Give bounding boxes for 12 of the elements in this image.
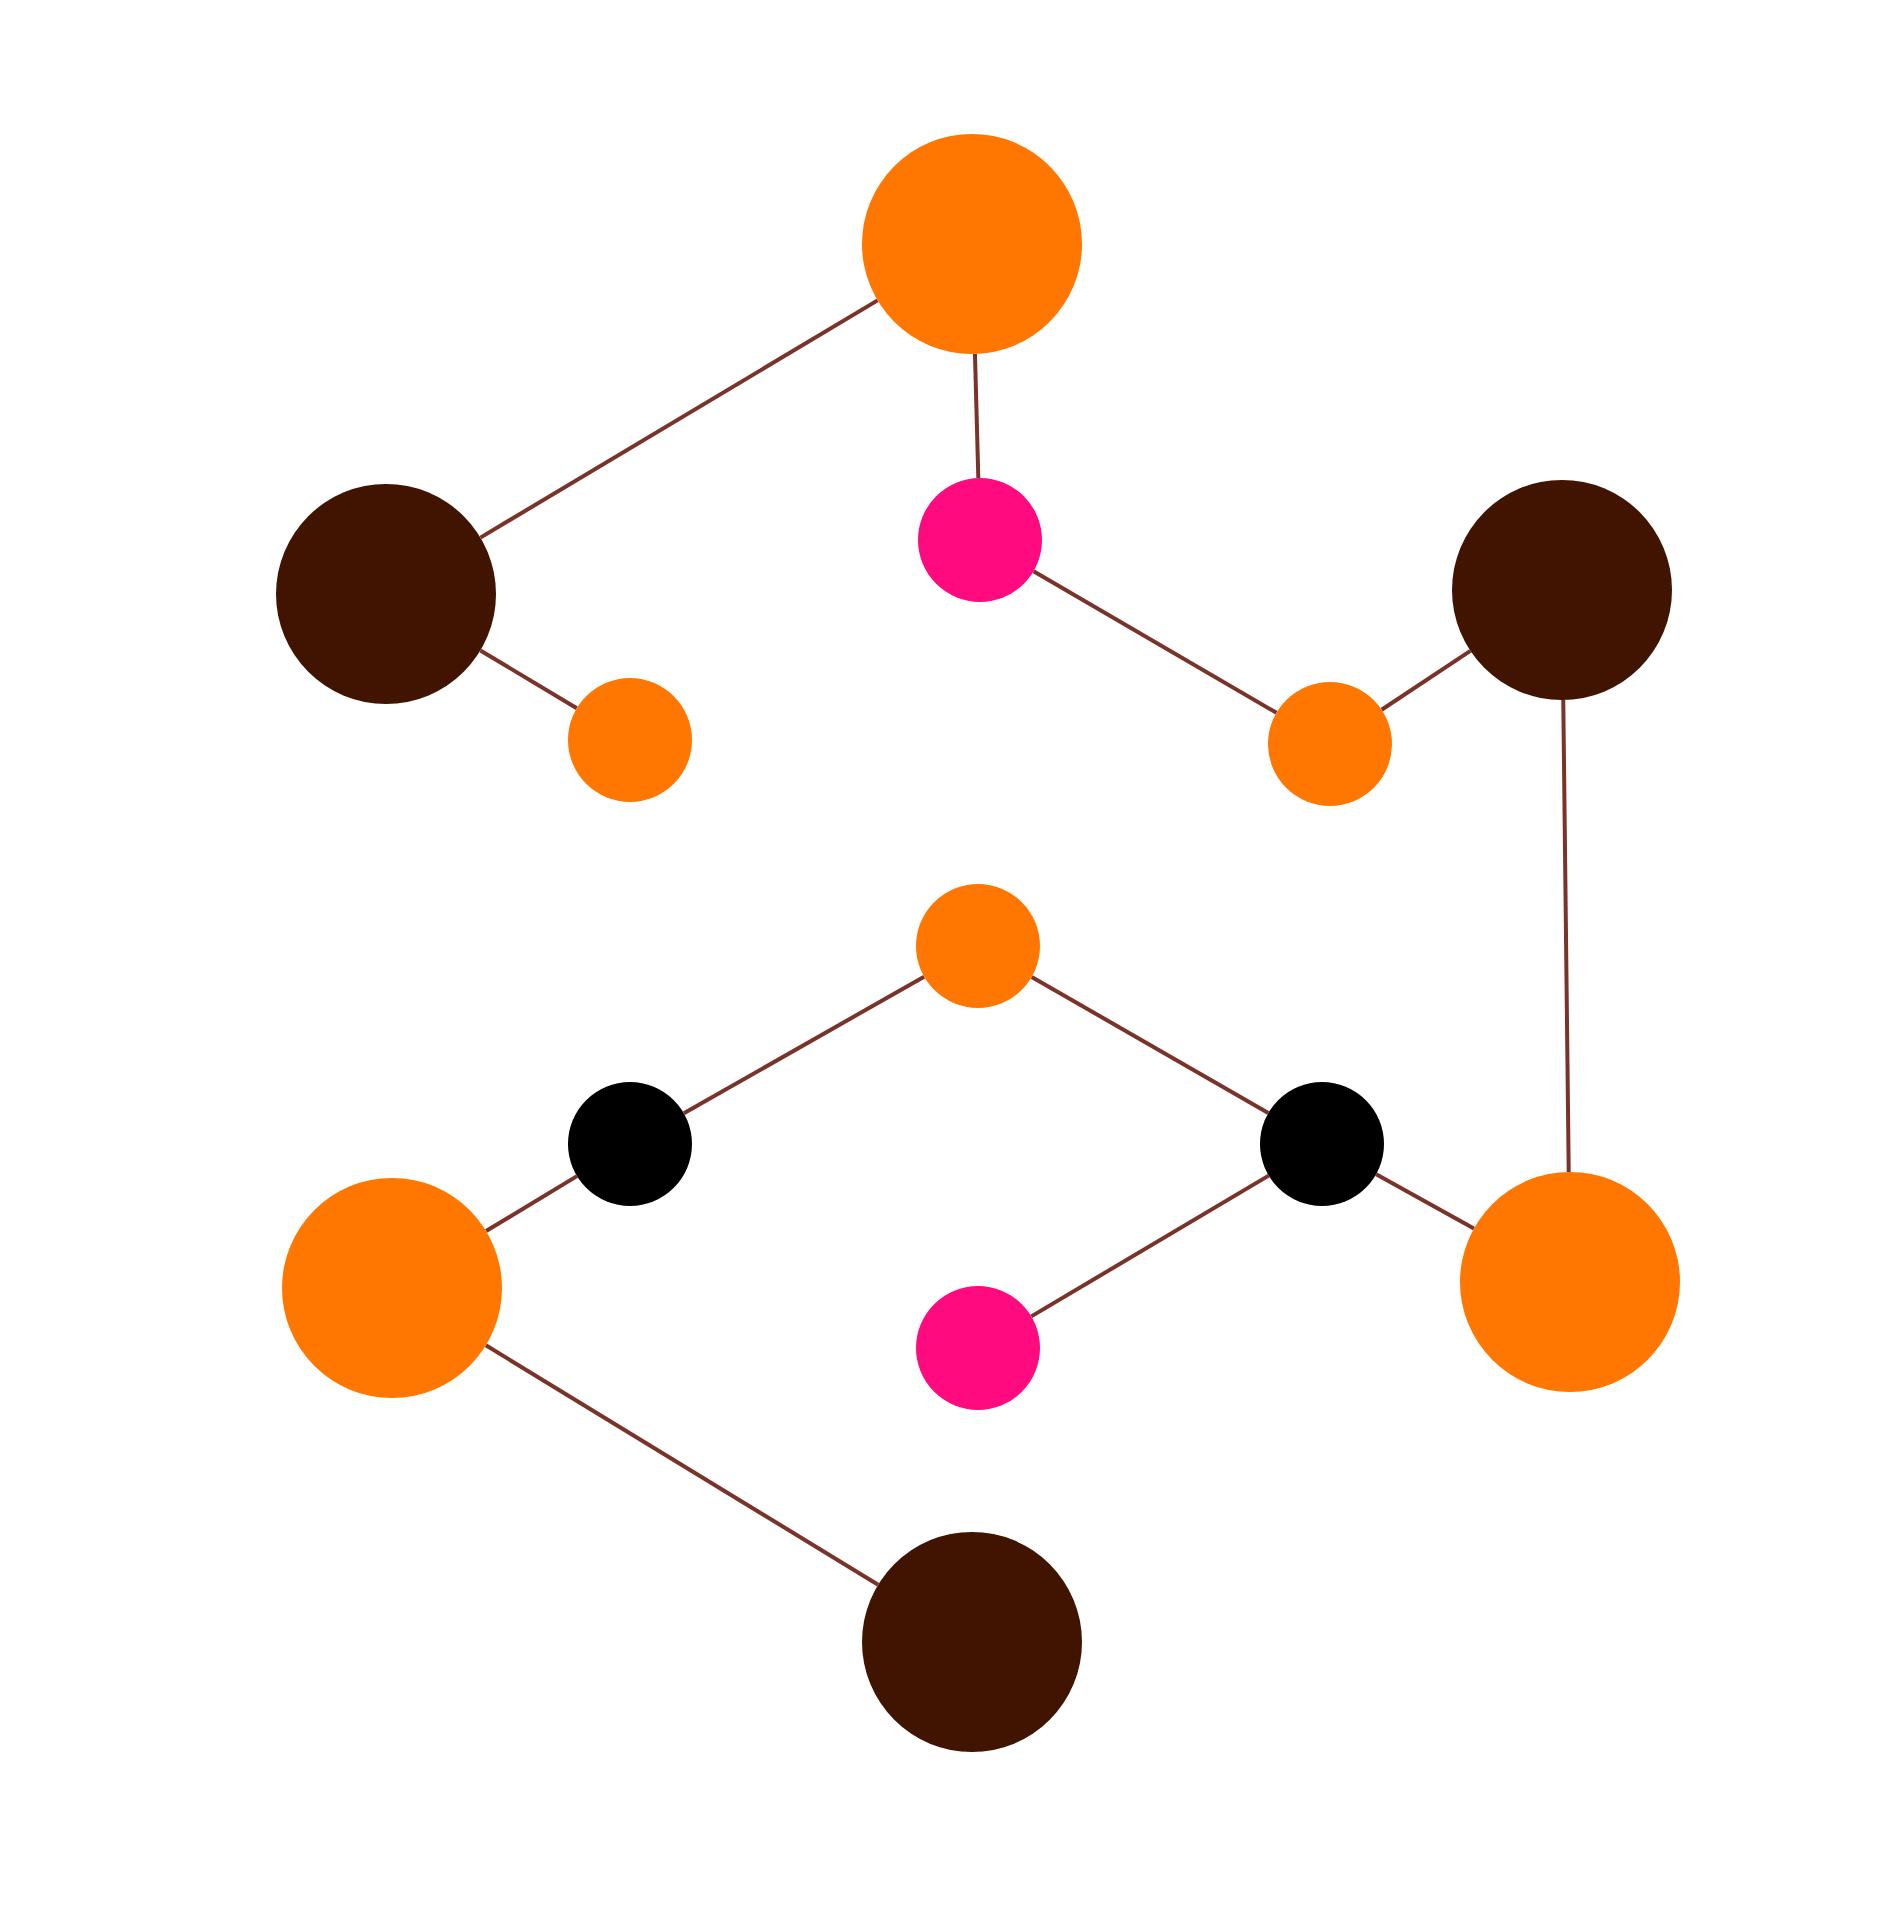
connector-line <box>1380 649 1472 712</box>
connector-line <box>1030 975 1270 1115</box>
connector-line <box>1030 1173 1270 1319</box>
connector-line <box>972 353 981 479</box>
connector-line <box>682 974 926 1116</box>
connector-line <box>1032 569 1278 715</box>
connector-line <box>484 1343 880 1587</box>
connector-line <box>1375 1172 1475 1231</box>
connector-line <box>1561 699 1571 1173</box>
connector-line <box>479 298 879 540</box>
connector-line <box>479 648 578 710</box>
connector-line <box>485 1174 578 1233</box>
